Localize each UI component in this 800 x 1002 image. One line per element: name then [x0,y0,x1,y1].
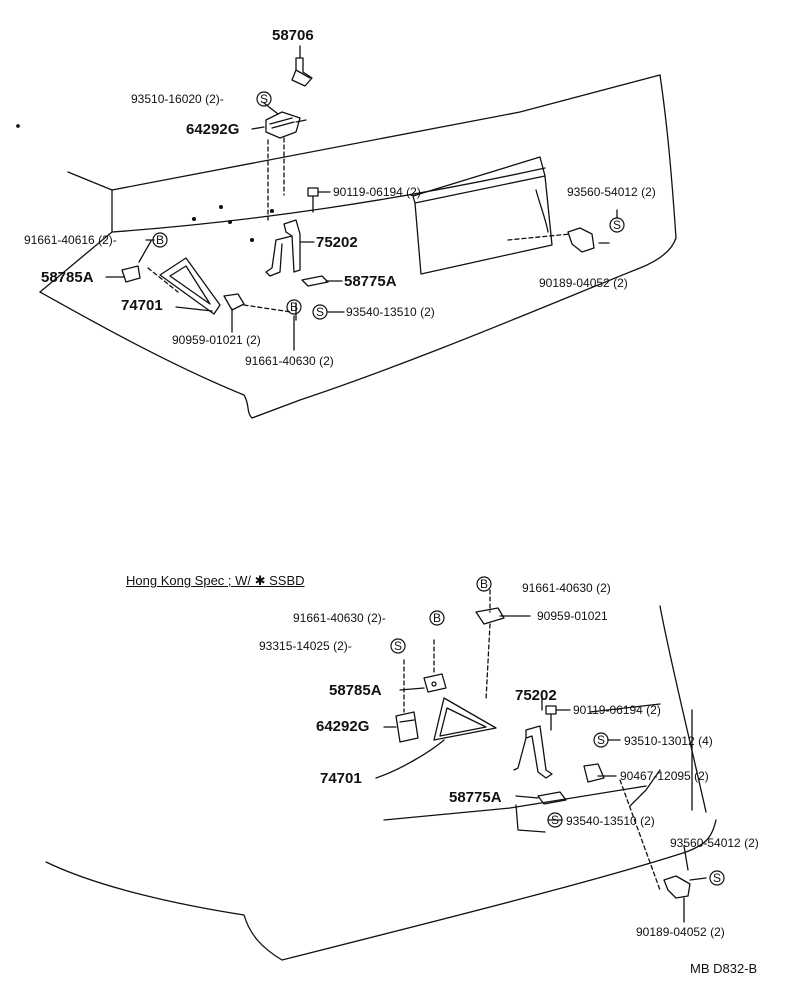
stud-symbol: S [613,218,622,232]
part-label-91661-40616: 91661-40616 (2)- [24,233,117,247]
part-label-58785a: 58785A [41,269,94,286]
part-label-64292g: 64292G [316,718,370,735]
part-label-91661-40630: 91661-40630 (2) [245,354,334,368]
diagram-code: MB D832-B [690,961,758,976]
part-label-58775a: 58775A [344,273,397,290]
part-label-93315-14025: 93315-14025 (2)- [259,639,352,653]
part-label-75202: 75202 [316,234,358,251]
stud-symbol: S [713,871,722,885]
part-label-64292g: 64292G [186,121,240,138]
variant-note: Hong Kong Spec ; W/ ✱ SSBD [126,573,305,588]
top-parts [121,57,595,315]
bolt-symbol: B [480,577,489,591]
part-label-93560-54012: 93560-54012 (2) [670,836,759,850]
part-label-90119-06194: 90119-06194 (2) [573,703,661,717]
part-label-93510-13012: 93510-13012 (4) [624,734,713,748]
part-label-58785a: 58785A [329,682,382,699]
bottom-leaders [375,589,707,923]
stud-symbol: S [316,305,325,319]
part-label-90959-01021: 90959-01021 [537,609,608,623]
top-leaders [105,45,618,351]
part-label-91661-40630-b: 91661-40630 (2)- [293,611,386,625]
part-label-58706: 58706 [272,27,314,44]
part-label-93540-13510: 93540-13510 (2) [566,814,655,828]
bolt-symbol: B [156,233,165,247]
part-label-90959-01021: 90959-01021 (2) [172,333,261,347]
stud-symbol: S [394,639,403,653]
part-label-58775a: 58775A [449,789,502,806]
part-label-93540-13510: 93540-13510 (2) [346,305,435,319]
part-label-90189-04052: 90189-04052 (2) [539,276,628,290]
stud-symbol: S [551,813,560,827]
bolt-symbol: B [290,300,299,314]
bottom-parts [395,607,691,899]
bottom-trunk-body [45,605,717,961]
part-label-90119-06194: 90119-06194 (2) [333,185,421,199]
stud-symbol: S [260,92,269,106]
part-label-90467-12095: 90467-12095 (2) [620,769,709,783]
part-label-93510-16020: 93510-16020 (2)- [131,92,224,106]
part-label-93560-54012: 93560-54012 (2) [567,185,656,199]
top-trunk-body [16,74,677,419]
part-label-91661-40630-a: 91661-40630 (2) [522,581,611,595]
part-label-90189-04052: 90189-04052 (2) [636,925,725,939]
part-label-74701: 74701 [320,770,362,787]
part-label-75202: 75202 [515,687,557,704]
bolt-symbol: B [433,611,442,625]
circle-symbols [152,91,725,886]
stud-symbol: S [597,733,606,747]
part-label-74701: 74701 [121,297,163,314]
